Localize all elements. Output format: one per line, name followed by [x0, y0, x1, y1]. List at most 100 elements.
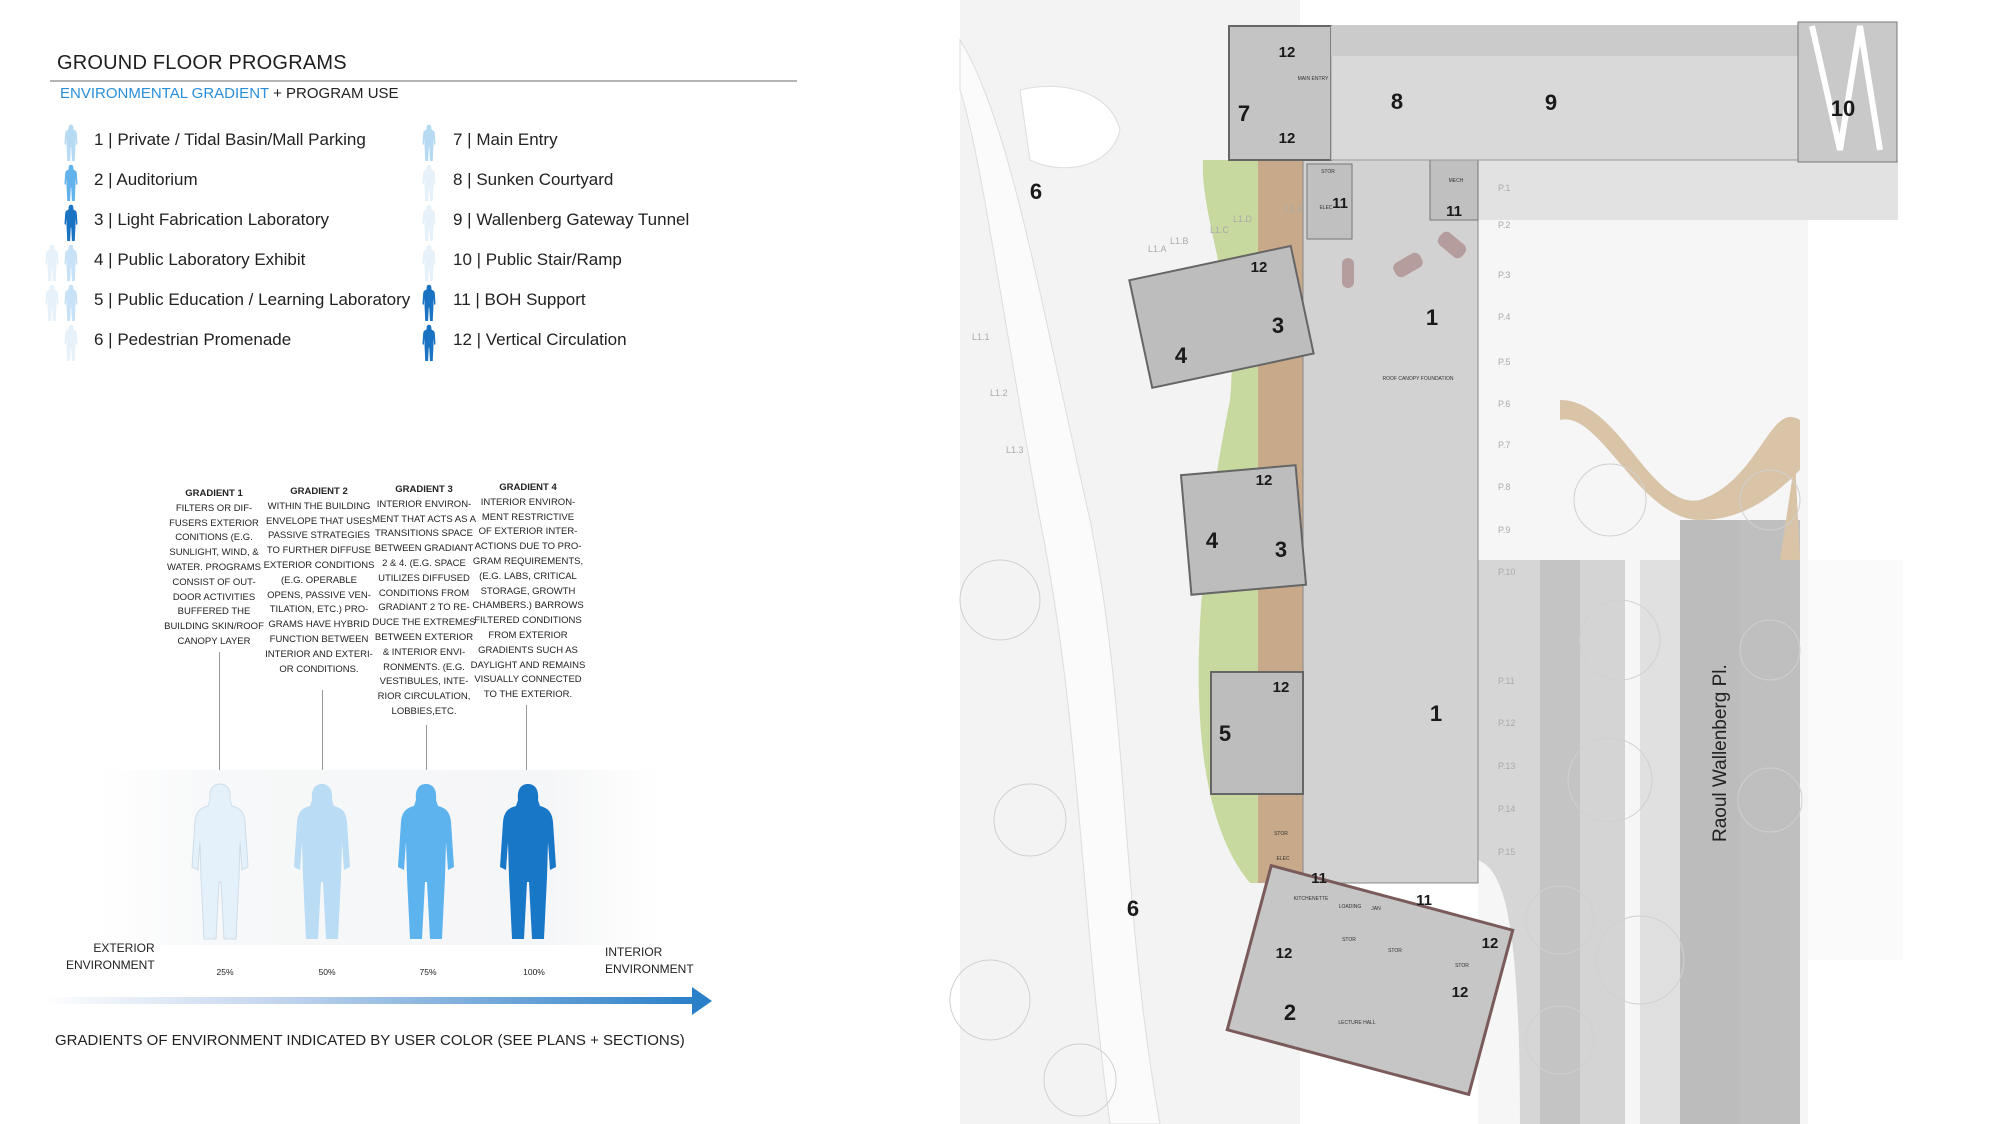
grid-marker: P.1: [1498, 183, 1510, 193]
grid-marker: P.3: [1498, 270, 1510, 280]
room-number: 2: [1284, 1000, 1296, 1025]
gradient-3-title: GRADIENT 3: [395, 484, 453, 495]
grid-marker: P.2: [1498, 220, 1510, 230]
landscape-marker: L1.B: [1170, 236, 1189, 246]
page-title: GROUND FLOOR PROGRAMS: [57, 52, 347, 74]
gradient-1-title: GRADIENT 1: [185, 488, 243, 499]
grid-marker: P.7: [1498, 440, 1510, 450]
room-tag: LOADING: [1339, 904, 1362, 910]
room-number: 4: [1206, 528, 1219, 553]
room-number: 5: [1219, 721, 1231, 746]
grid-marker: P.14: [1498, 804, 1515, 814]
landscape-marker: L1.1: [972, 332, 990, 342]
room-numbers: 6 6 7 8 9 10 12 12 11 11 12 3 4 1 12 4 3…: [1030, 44, 1855, 1025]
room-number: 12: [1273, 679, 1290, 696]
room-number: 11: [1416, 892, 1432, 909]
gradient-1-description: GRADIENT 1 FILTERS OR DIF- FUSERS EXTERIO…: [154, 487, 274, 650]
room-tag: STOR: [1455, 963, 1469, 969]
footer-note: GRADIENTS OF ENVIRONMENT INDICATED BY US…: [55, 1032, 685, 1049]
room-number: 12: [1276, 945, 1293, 962]
room-number: 12: [1452, 984, 1469, 1001]
grid-marker: P.4: [1498, 312, 1510, 322]
landscape-marker: L1.2: [990, 388, 1008, 398]
room-tag: STOR: [1321, 169, 1335, 175]
room-number: 6: [1127, 896, 1139, 921]
program-item-7: 7 | Main Entry: [453, 130, 558, 149]
gradient-2-text: WITHIN THE BUILDING ENVELOPE THAT USES P…: [263, 500, 375, 675]
landscape-marker: L1.3: [1006, 445, 1024, 455]
room-tag: LECTURE HALL: [1338, 1020, 1375, 1026]
room-number: 4: [1175, 343, 1188, 368]
building: [1128, 21, 1898, 1097]
grid-marker: P.10: [1498, 567, 1515, 577]
room-tag: STOR: [1388, 948, 1402, 954]
room-number: 12: [1279, 44, 1296, 61]
room-number: 12: [1256, 472, 1273, 489]
percent-label: 100%: [523, 967, 545, 977]
gradient-arrow: [40, 987, 712, 1015]
room-tag: ELEC: [1319, 205, 1332, 211]
title-divider: [50, 80, 797, 82]
leader-line: [526, 705, 527, 780]
room-tag: MAIN ENTRY: [1298, 76, 1329, 82]
room-number: 11: [1332, 195, 1348, 212]
leader-line: [219, 652, 220, 782]
program-item-2: 2 | Auditorium: [94, 170, 198, 189]
room-tag: KITCHENETTE: [1294, 896, 1329, 902]
room-number: 11: [1311, 870, 1327, 887]
subtitle-accent: ENVIRONMENTAL GRADIENT: [60, 85, 269, 102]
percent-label: 75%: [419, 967, 437, 977]
gradient-3-text: INTERIOR ENVIRON- MENT THAT ACTS AS A TR…: [372, 498, 476, 717]
subtitle-rest: + PROGRAM USE: [268, 85, 399, 102]
program-item-12: 12 | Vertical Circulation: [453, 330, 627, 349]
gradient-1-text: FILTERS OR DIF- FUSERS EXTERIOR CONITION…: [164, 502, 264, 647]
percent-label: 25%: [216, 967, 234, 977]
program-item-3: 3 | Light Fabrication Laboratory: [94, 210, 329, 229]
room-number: 12: [1482, 935, 1499, 952]
room-number: 7: [1238, 101, 1250, 126]
room-number: 11: [1446, 203, 1462, 220]
room-number: 1: [1430, 701, 1442, 726]
percent-label: 50%: [318, 967, 336, 977]
room-number: 3: [1275, 537, 1287, 562]
program-item-8: 8 | Sunken Courtyard: [453, 170, 614, 189]
room-number: 9: [1545, 90, 1557, 115]
exterior-environment-label: EXTERIOR ENVIRONMENT: [66, 941, 155, 972]
gradient-4-text: INTERIOR ENVIRON- MENT RESTRICTIVE OF EX…: [470, 496, 586, 701]
landscape-markers: L1.A L1.B L1.C L1.D L1.E L1.1 L1.2 L1.3: [972, 204, 1304, 455]
program-item-4: 4 | Public Laboratory Exhibit: [94, 250, 306, 269]
program-item-6: 6 | Pedestrian Promenade: [94, 330, 292, 349]
leader-line: [322, 690, 323, 782]
room-number: 12: [1251, 259, 1268, 276]
program-item-11: 11 | BOH Support: [453, 290, 586, 309]
program-item-1: 1 | Private / Tidal Basin/Mall Parking: [94, 130, 366, 149]
grid-marker: P.9: [1498, 525, 1510, 535]
grid-marker: P.13: [1498, 761, 1515, 771]
room-tag: ROOF CANOPY FOUNDATION: [1383, 376, 1454, 382]
grid-marker: P.12: [1498, 718, 1515, 728]
room-tag: ELEC: [1276, 856, 1289, 862]
grid-marker: P.11: [1498, 676, 1515, 686]
landscape-marker: L1.E: [1285, 204, 1304, 214]
landscape-marker: L1.D: [1233, 214, 1253, 224]
leader-line: [426, 725, 427, 780]
room-number: 1: [1426, 305, 1438, 330]
room-number: 6: [1030, 179, 1042, 204]
landscape-marker: L1.A: [1148, 244, 1167, 254]
grid-marker: P.15: [1498, 847, 1515, 857]
program-item-5: 5 | Public Education / Learning Laborato…: [94, 290, 411, 309]
room-tag: STOR: [1274, 831, 1288, 837]
grid-marker: P.6: [1498, 399, 1510, 409]
landscape-marker: L1.C: [1210, 225, 1230, 235]
grid-marker: P.8: [1498, 482, 1510, 492]
room-tag: STOR: [1342, 937, 1356, 943]
room-tag: JAN: [1371, 906, 1381, 912]
interior-environment-label: INTERIOR ENVIRONMENT: [605, 945, 694, 976]
room-number: 3: [1272, 313, 1284, 338]
gradient-4-description: GRADIENT 4 INTERIOR ENVIRON- MENT RESTRIC…: [468, 481, 588, 703]
room-tags: MAIN ENTRY STOR ELEC MECH ROOF CANOPY FO…: [1274, 76, 1469, 1026]
subtitle: ENVIRONMENTAL GRADIENT + PROGRAM USE: [60, 85, 399, 102]
gradient-4-title: GRADIENT 4: [499, 482, 557, 493]
